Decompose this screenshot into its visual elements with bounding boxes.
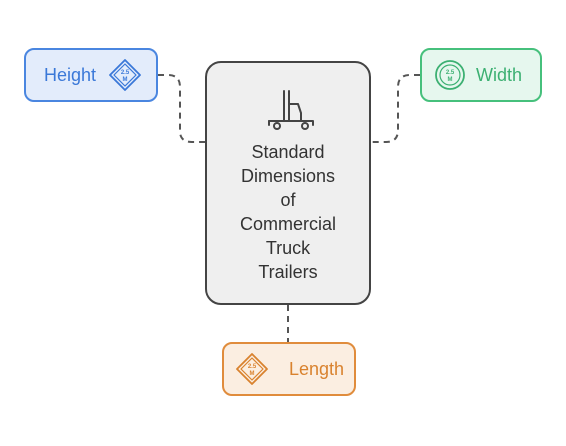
center-title-line: of [280,190,296,210]
svg-text:M: M [123,77,128,83]
width-label: Width [476,65,523,85]
length-label: Length [289,359,345,379]
connector-height [158,74,205,143]
center-title-line: Commercial [239,214,336,234]
center-title-line: Standard [251,142,325,162]
center-title: Standard Dimensions of Commercial Truck … [215,140,361,284]
truck-icon [268,90,314,130]
svg-text:2.5: 2.5 [121,70,130,76]
svg-text:2.5: 2.5 [248,364,257,370]
center-topic-box: Standard Dimensions of Commercial Truck … [205,61,371,305]
height-label: Height [44,65,97,85]
center-title-line: Truck [265,238,311,258]
svg-text:2.5: 2.5 [446,70,455,76]
connector-width [371,74,420,143]
center-title-line: Dimensions [240,166,336,186]
dimension-icon: 2.5 M [435,60,465,90]
svg-text:M: M [250,371,255,377]
width-node: 2.5 M Width [420,48,542,102]
dimension-icon: 2.5 M [109,59,141,91]
center-title-line: Trailers [258,262,318,282]
height-node: Height 2.5 M [24,48,158,102]
dimension-icon: 2.5 M [236,353,268,385]
svg-text:M: M [448,77,453,83]
length-node: 2.5 M Length [222,342,356,396]
